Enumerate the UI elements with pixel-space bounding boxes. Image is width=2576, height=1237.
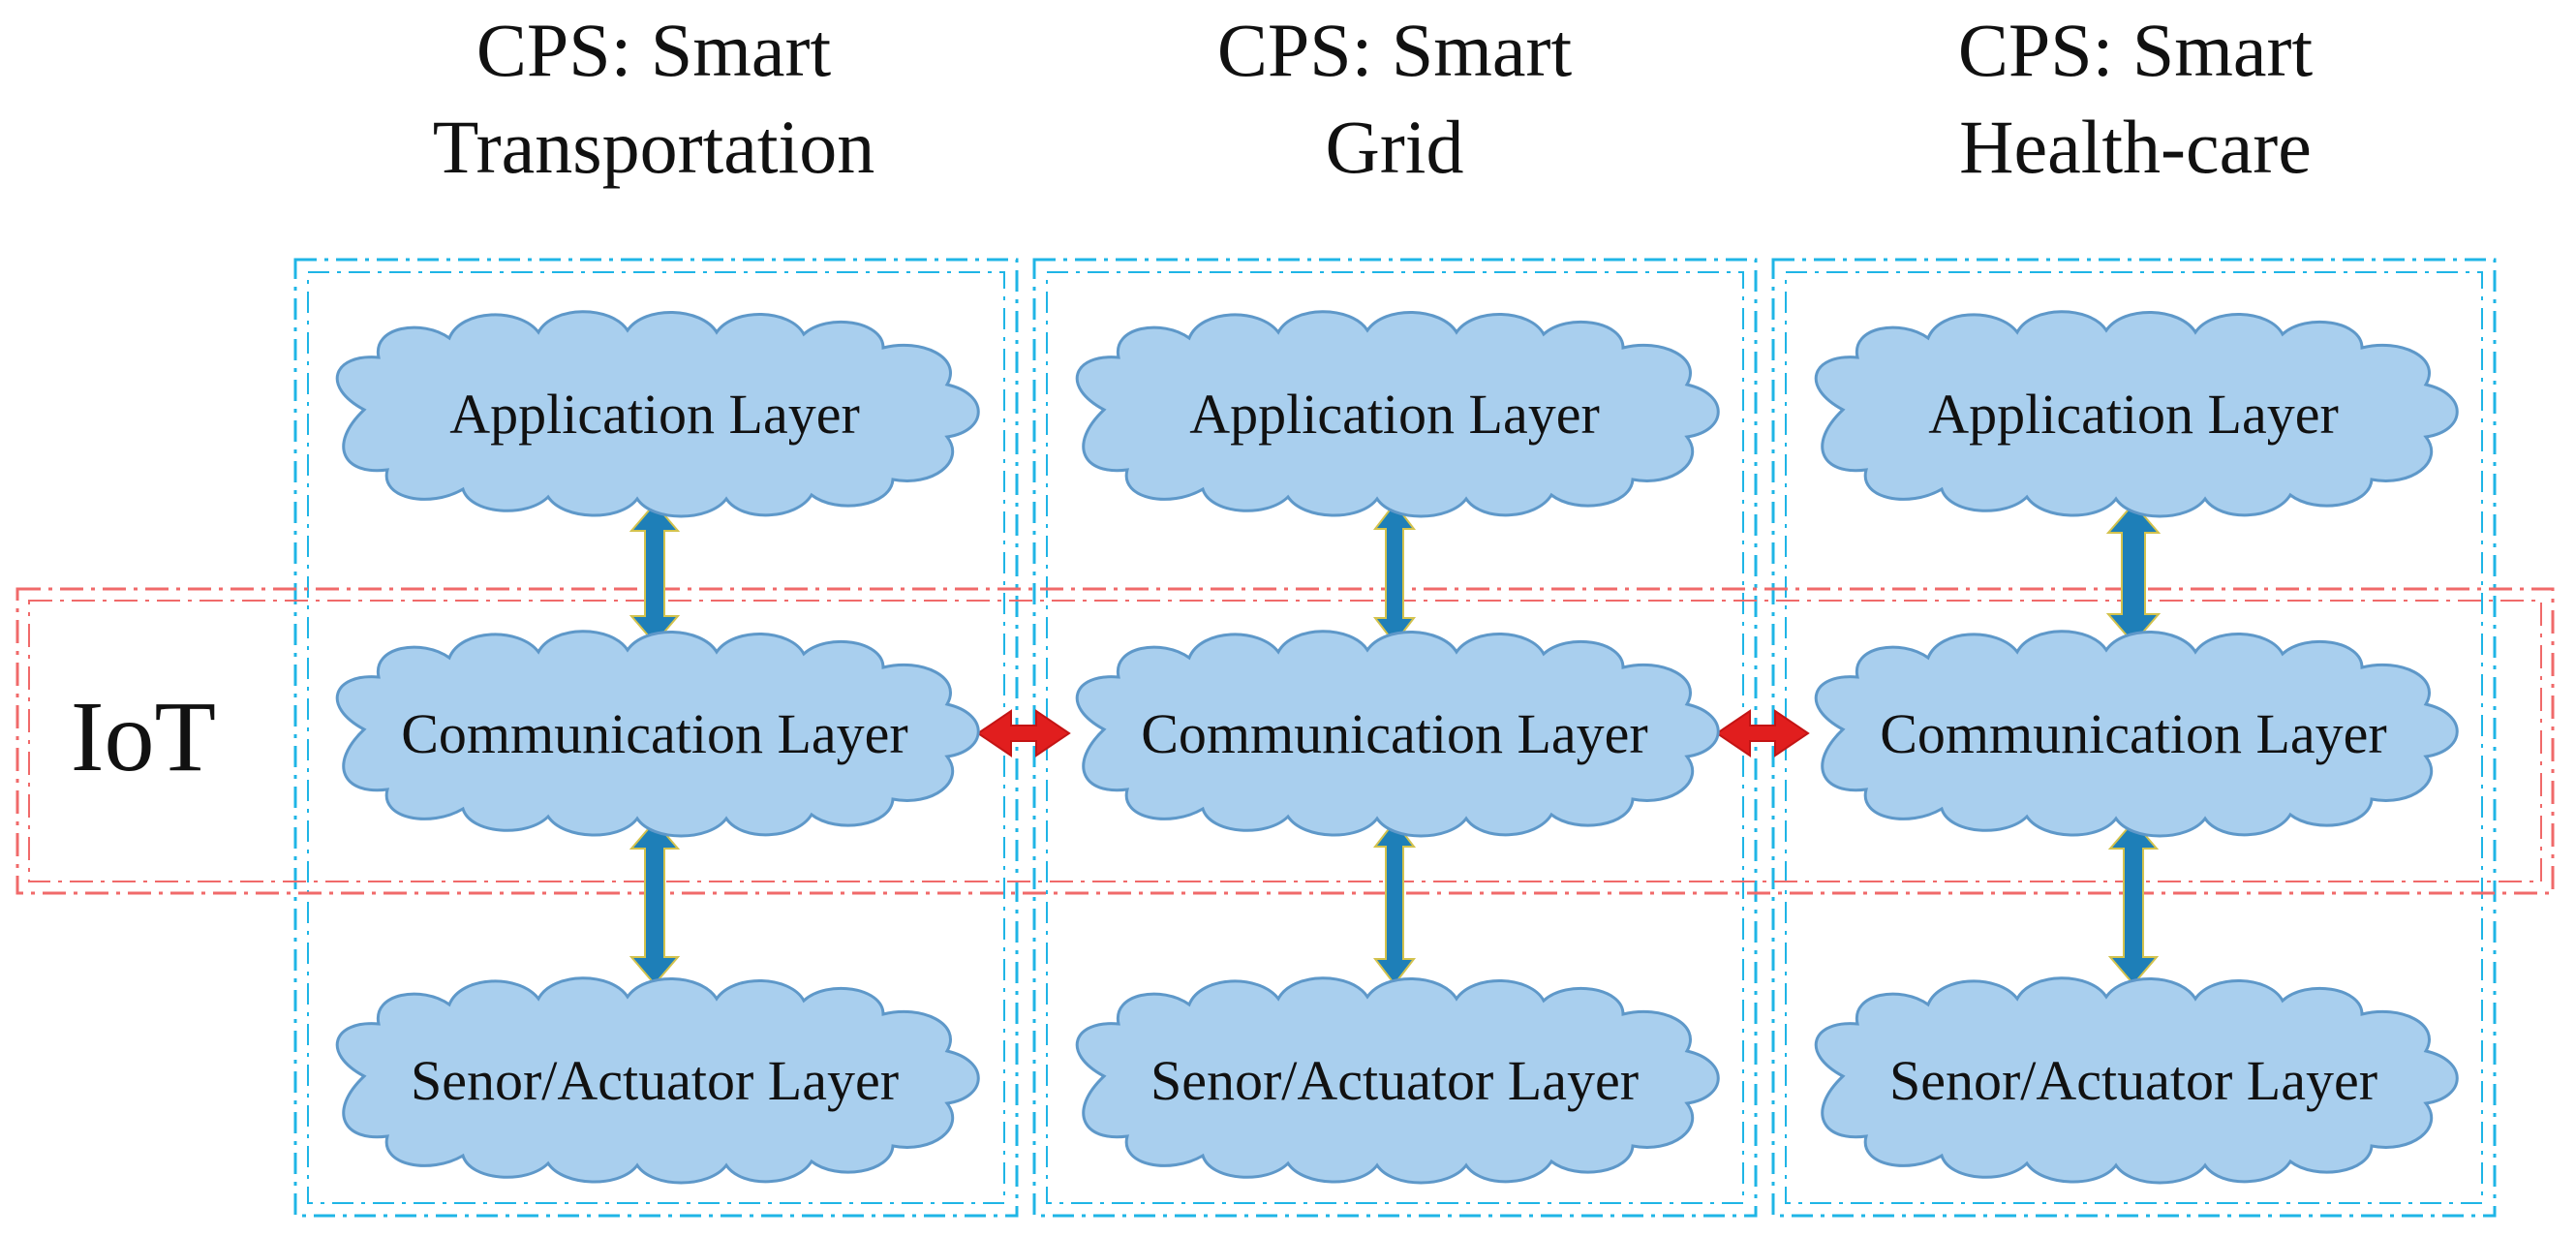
arrow-app-comm-healthcare — [2105, 502, 2162, 645]
layer-label-communication-transportation: Communication Layer — [401, 702, 907, 765]
iot-band-frame — [15, 587, 2555, 895]
layer-label-application-healthcare: Application Layer — [1928, 383, 2339, 446]
arrow-comm-transportation-grid — [976, 709, 1071, 758]
layer-cloud-sensor-grid: Senor/Actuator Layer — [1075, 976, 1720, 1185]
arrow-comm-grid-healthcare — [1715, 709, 1810, 758]
arrow-comm-sensor-grid — [1372, 820, 1417, 986]
arrow-app-comm-transportation — [629, 502, 681, 645]
cps-title-grid-line2: Grid — [1326, 105, 1464, 189]
layer-cloud-communication-transportation: Communication Layer — [335, 630, 980, 838]
layer-cloud-sensor-transportation: Senor/Actuator Layer — [335, 976, 980, 1185]
layer-cloud-communication-healthcare: Communication Layer — [1814, 630, 2459, 838]
layer-cloud-application-healthcare: Application Layer — [1814, 310, 2459, 518]
layer-cloud-communication-grid: Communication Layer — [1075, 630, 1720, 838]
layer-label-application-transportation: Application Layer — [449, 383, 860, 446]
cps-title-healthcare-line1: CPS: Smart — [1958, 8, 2314, 92]
cps-title-healthcare-line2: Health-care — [1959, 105, 2312, 189]
layer-label-sensor-grid: Senor/Actuator Layer — [1150, 1049, 1639, 1112]
cps-title-transportation-line2: Transportation — [433, 105, 874, 189]
layer-label-application-grid: Application Layer — [1189, 383, 1600, 446]
iot-label: IoT — [71, 681, 216, 792]
arrow-comm-sensor-transportation — [629, 820, 681, 986]
cps-title-transportation-line1: CPS: Smart — [476, 8, 832, 92]
arrow-app-comm-grid — [1372, 502, 1417, 645]
layer-cloud-sensor-healthcare: Senor/Actuator Layer — [1814, 976, 2459, 1185]
layer-label-sensor-healthcare: Senor/Actuator Layer — [1889, 1049, 2377, 1112]
layer-cloud-application-transportation: Application Layer — [335, 310, 980, 518]
layer-cloud-application-grid: Application Layer — [1075, 310, 1720, 518]
arrow-comm-sensor-healthcare — [2107, 820, 2160, 986]
layer-label-sensor-transportation: Senor/Actuator Layer — [411, 1049, 899, 1112]
layer-label-communication-grid: Communication Layer — [1141, 702, 1647, 765]
layer-label-communication-healthcare: Communication Layer — [1880, 702, 2386, 765]
cps-title-grid-line1: CPS: Smart — [1217, 8, 1573, 92]
